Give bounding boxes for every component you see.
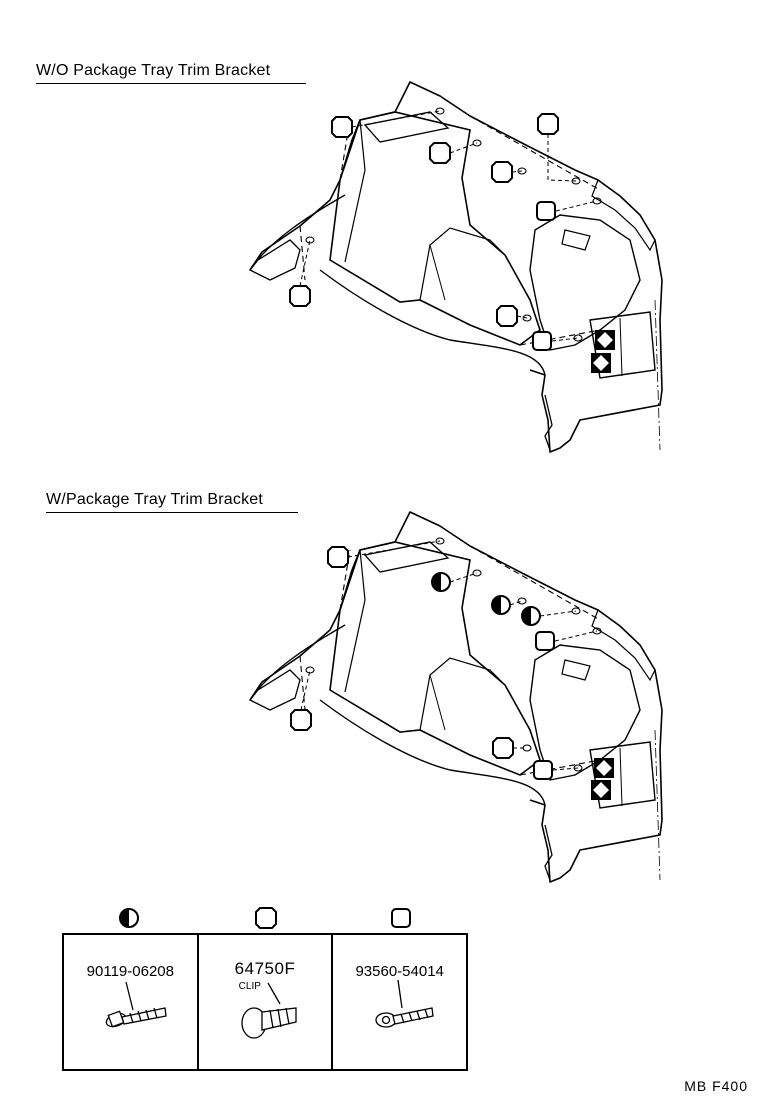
title-underline (36, 83, 306, 84)
clip-symbols-upper (289, 113, 615, 373)
bolt-90119-06208-icon (105, 981, 167, 1028)
part-number: 64750F (234, 959, 296, 978)
clip-64750f-icon (241, 982, 297, 1039)
section-title-text: W/Package Tray Trim Bracket (46, 491, 264, 508)
diagram-with-bracket (249, 511, 663, 883)
section-title-without-bracket: W/O Package Tray Trim Bracket (36, 62, 306, 84)
square-symbol-icon (391, 908, 411, 928)
figure-code: MB F400 (684, 1078, 748, 1094)
section-title-with-bracket: W/Package Tray Trim Bracket (46, 491, 298, 513)
octagon-symbol-icon (255, 907, 277, 929)
fastener-legend-table: 90119-06208 64750F CLIP 93560-54014 (62, 933, 468, 1071)
screw-93560-54014-icon (375, 979, 434, 1028)
legend-cell-octagon: 64750F CLIP (199, 935, 334, 1069)
legend-cell-square: 93560-54014 (333, 935, 466, 1069)
diagram-without-bracket (249, 81, 663, 453)
legend-cell-half-circle: 90119-06208 (64, 935, 199, 1069)
title-underline (46, 512, 298, 513)
legend-symbols (119, 907, 411, 929)
section-title-text: W/O Package Tray Trim Bracket (36, 62, 271, 79)
half-circle-symbol-icon (119, 908, 139, 928)
clip-symbols-lower (290, 546, 614, 800)
part-number: 90119-06208 (86, 963, 174, 980)
part-name: CLIP (238, 981, 261, 992)
part-number: 93560-54014 (355, 963, 444, 980)
